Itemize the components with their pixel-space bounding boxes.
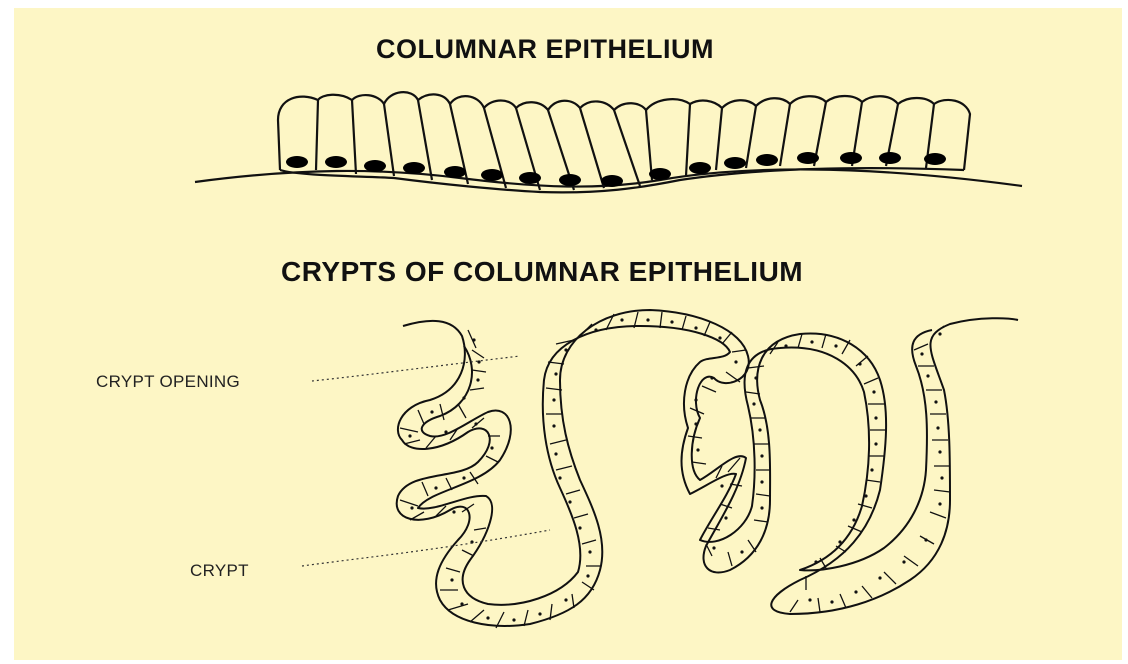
crypt-label: CRYPT — [190, 561, 249, 581]
crypt-opening-leader — [312, 356, 520, 381]
crypt-opening-label: CRYPT OPENING — [96, 372, 240, 392]
cell-outlines — [278, 92, 970, 170]
crypt-surface-inner — [418, 326, 932, 605]
crypts-illustration — [397, 310, 1018, 628]
crypt-leader — [302, 530, 550, 566]
leader-lines — [302, 356, 550, 566]
crypt-surface-outer — [397, 310, 1018, 626]
cell-walls — [316, 100, 934, 190]
